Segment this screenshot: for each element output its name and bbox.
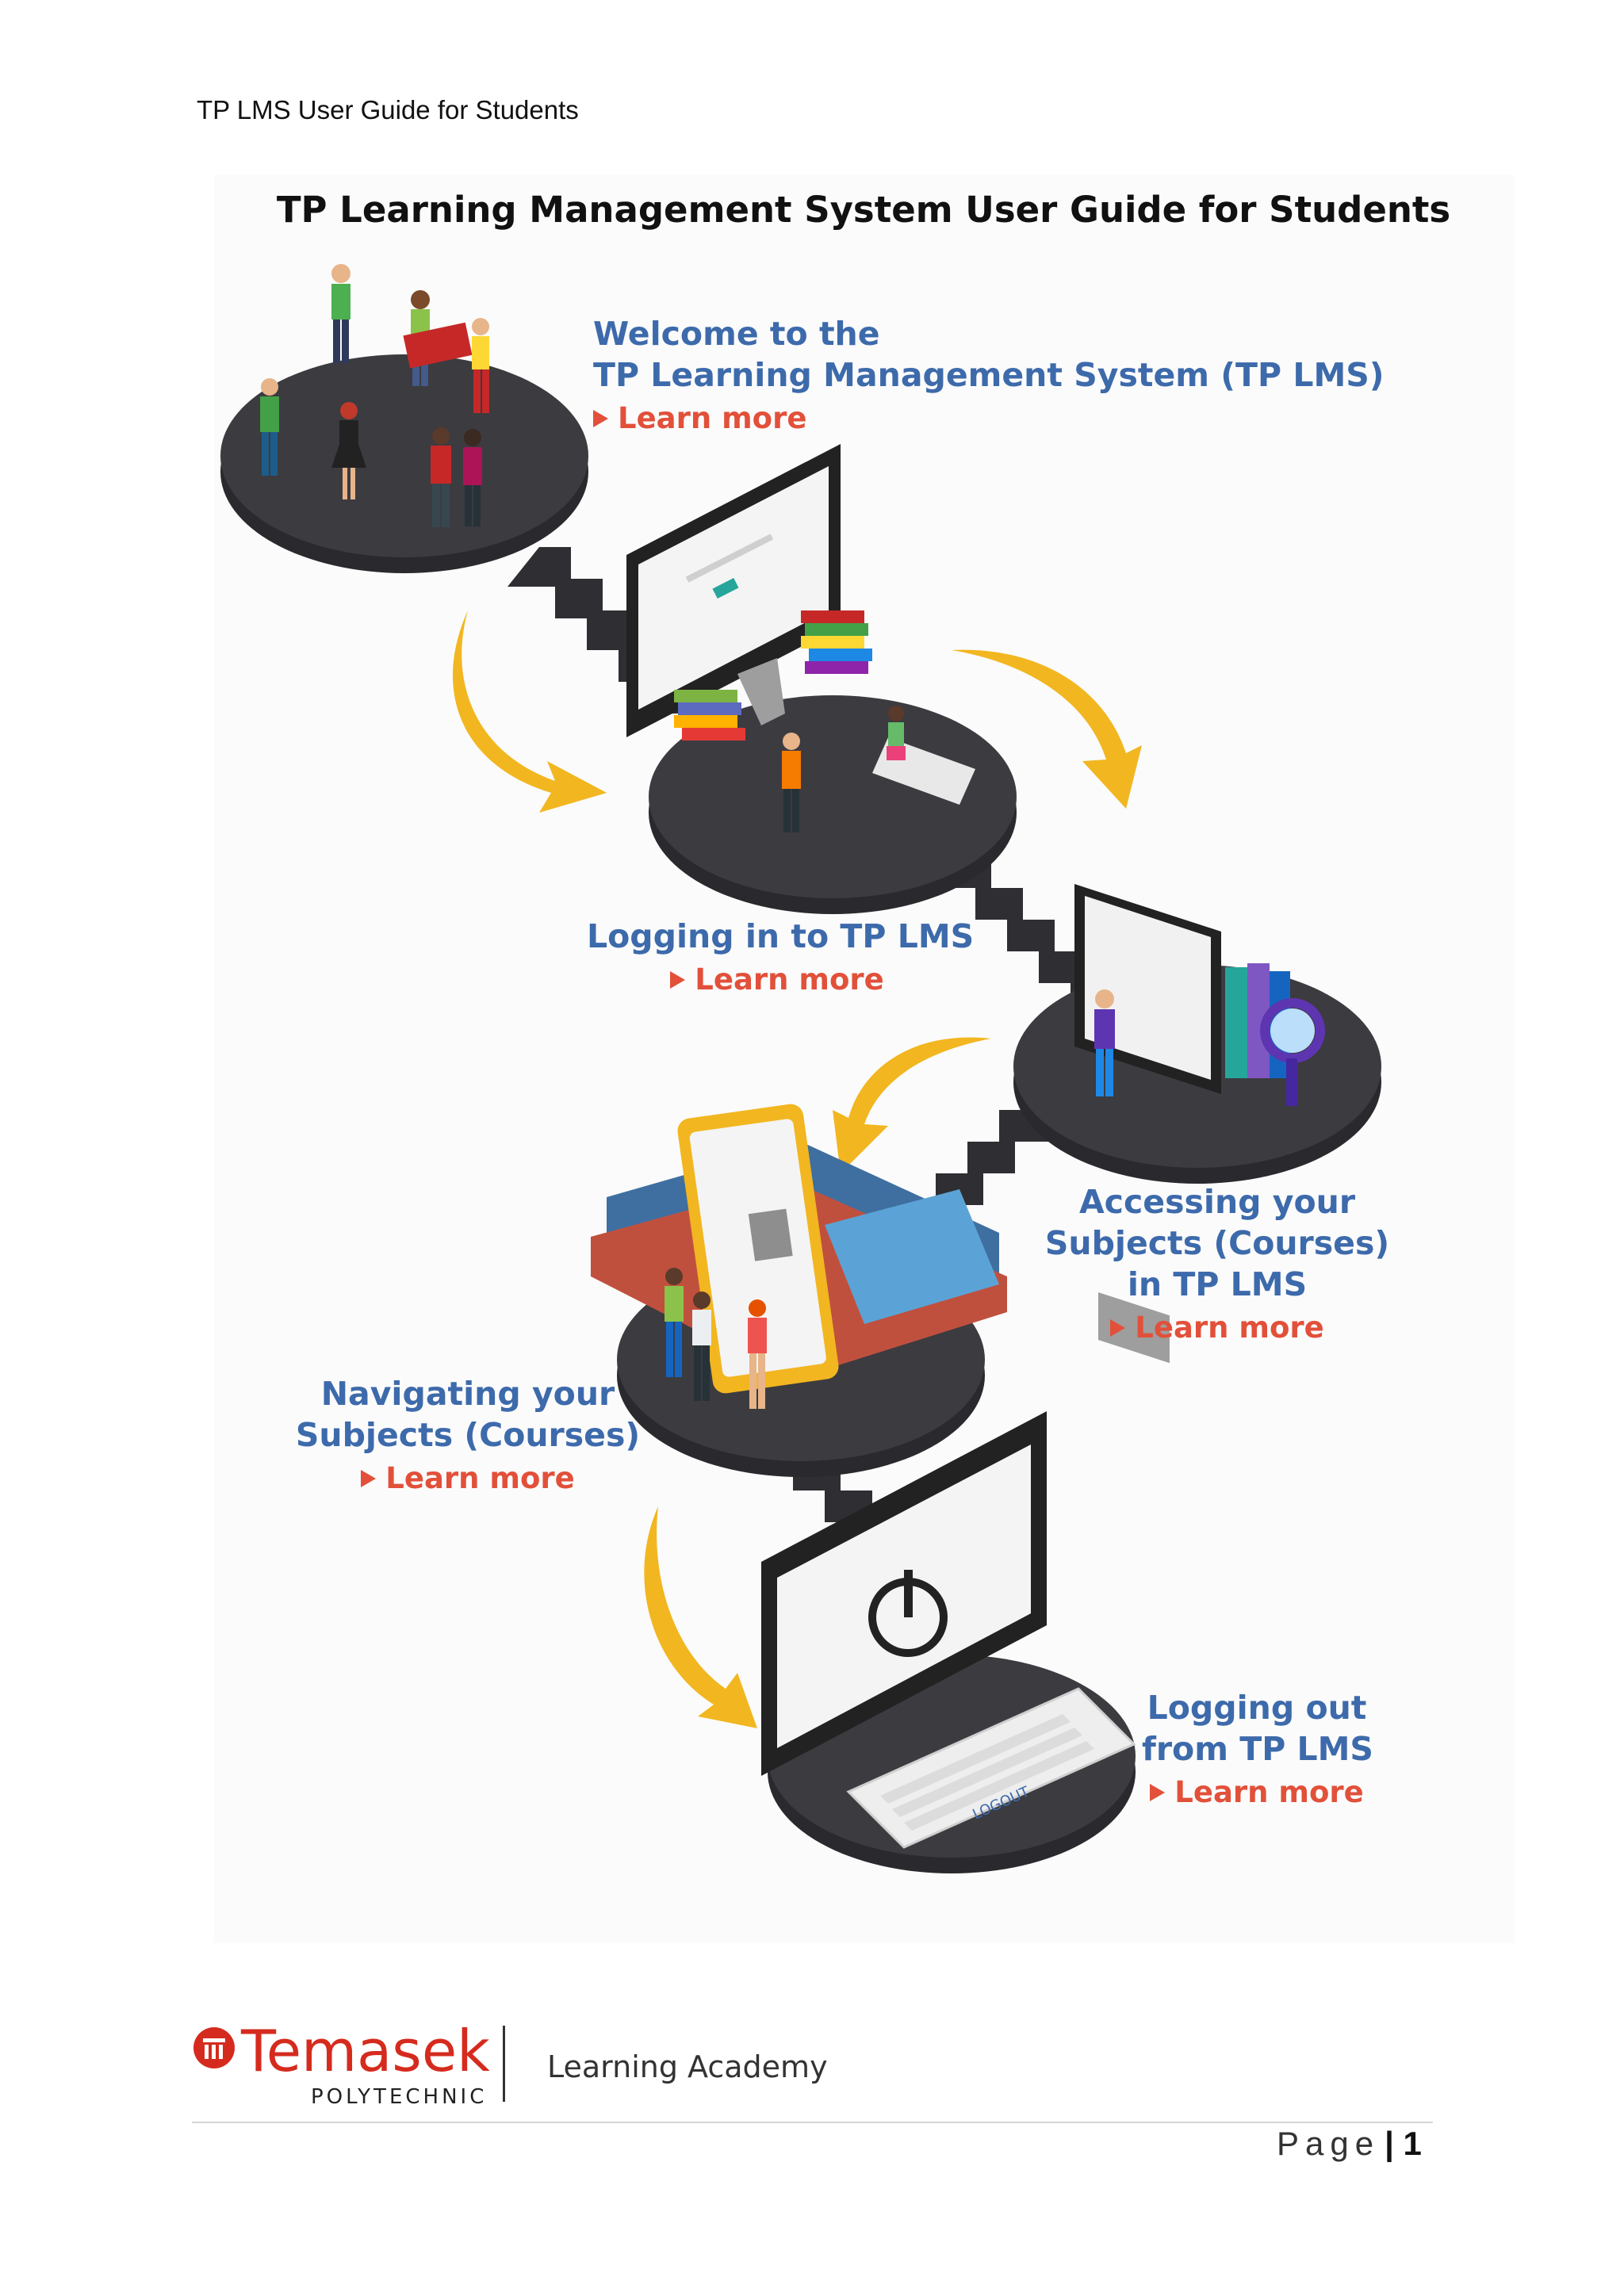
step-logging-out-line-1: Logging out: [1147, 1689, 1367, 1727]
learn-more-link-welcome[interactable]: Learn more: [593, 399, 806, 438]
step-welcome-line-1: Welcome to the: [593, 315, 880, 353]
page-number-digit: 1: [1403, 2125, 1422, 2162]
book-stack-left: [674, 690, 745, 740]
learn-more-link-logging-out[interactable]: Learn more: [1150, 1773, 1364, 1812]
step-logging-in-line-1: Logging in to TP LMS: [587, 917, 975, 955]
play-triangle-icon: [593, 410, 608, 427]
flow-arrows: [453, 610, 1142, 1728]
keyboard-keys: [880, 1714, 1094, 1831]
running-header: TP LMS User Guide for Students: [197, 95, 579, 124]
page-label: Page: [1277, 2125, 1381, 2162]
step-accessing-title: Accessing your Subjects (Courses) in TP …: [1031, 1181, 1404, 1305]
platform-1: [220, 354, 588, 573]
students-group-figure: [260, 264, 489, 527]
login-monitor-figure: [626, 444, 975, 832]
step-navigating-line-1: Navigating your: [320, 1375, 615, 1413]
step-logging-out-line-2: from TP LMS: [1142, 1730, 1373, 1768]
learn-more-label: Learn more: [618, 401, 807, 435]
logo-wordmark: Temasek: [241, 2018, 490, 2084]
step-welcome-line-2: TP Learning Management System (TP LMS): [593, 356, 1385, 394]
logo-divider: [503, 2026, 505, 2102]
step-welcome-title: Welcome to the TP Learning Management Sy…: [593, 313, 1385, 396]
learn-more-link-navigating[interactable]: Learn more: [361, 1459, 575, 1498]
logout-monitor-figure: LOGOUT: [761, 1411, 1136, 1849]
step-logging-out-title: Logging out from TP LMS: [1142, 1687, 1373, 1770]
play-triangle-icon: [1150, 1784, 1166, 1801]
learn-more-label: Learn more: [1135, 1311, 1324, 1345]
temasek-emblem-icon: [193, 2027, 235, 2068]
page-number: Page| 1: [1277, 2125, 1422, 2163]
step-logging-out: Logging out from TP LMS Learn more: [1142, 1687, 1373, 1812]
play-triangle-icon: [670, 971, 686, 989]
play-triangle-icon: [361, 1470, 377, 1487]
step-navigating-subjects: Navigating your Subjects (Courses) Learn…: [285, 1373, 650, 1498]
step-logging-in-title: Logging in to TP LMS: [587, 916, 975, 957]
navigation-tablet-figure: [591, 1104, 1007, 1409]
courses-screen-figure: [1074, 884, 1325, 1364]
play-triangle-icon: [1110, 1319, 1126, 1337]
step-logging-in: Logging in to TP LMS Learn more: [587, 916, 975, 1000]
book-stack-right: [801, 610, 872, 674]
step-accessing-line-1: Accessing your: [1078, 1183, 1356, 1221]
document-title: TP Learning Management System User Guide…: [276, 189, 1451, 231]
learn-more-link-accessing[interactable]: Learn more: [1110, 1308, 1324, 1348]
step-navigating-title: Navigating your Subjects (Courses): [285, 1373, 650, 1456]
step-accessing-subjects: Accessing your Subjects (Courses) in TP …: [1031, 1181, 1404, 1348]
learn-more-link-logging-in[interactable]: Learn more: [670, 960, 884, 1000]
footer-divider: [192, 2122, 1433, 2123]
step-welcome: Welcome to the TP Learning Management Sy…: [593, 313, 1385, 438]
step-accessing-line-3: in TP LMS: [1127, 1265, 1308, 1303]
learn-more-label: Learn more: [385, 1461, 575, 1495]
platform-2: [649, 695, 1017, 914]
learning-academy-label: Learning Academy: [547, 2049, 828, 2084]
logo-subtitle: POLYTECHNIC: [311, 2085, 488, 2109]
step-accessing-line-2: Subjects (Courses): [1044, 1224, 1390, 1262]
page-number-value: | 1: [1385, 2125, 1422, 2162]
step-navigating-line-2: Subjects (Courses): [295, 1416, 641, 1454]
learn-more-label: Learn more: [1174, 1775, 1364, 1809]
learn-more-label: Learn more: [695, 962, 884, 997]
